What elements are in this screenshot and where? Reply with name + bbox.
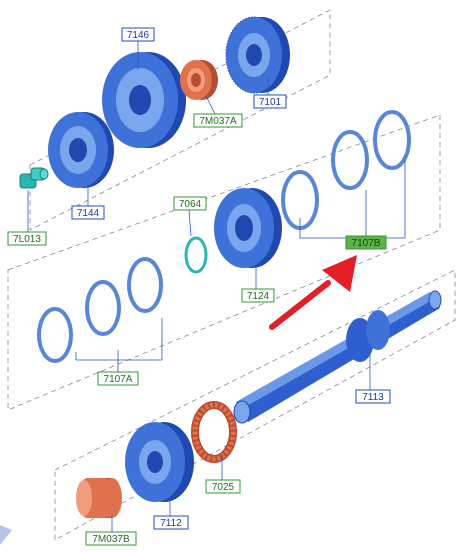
label-7101-text: 7101 <box>259 97 282 108</box>
part-7l013-plug <box>19 167 49 189</box>
part-7112-gear <box>125 422 194 502</box>
label-7107b-text: 7107B <box>352 238 381 249</box>
label-7113: 7113 <box>355 389 391 404</box>
label-7144: 7144 <box>71 205 105 220</box>
label-7101: 7101 <box>253 94 287 109</box>
label-7m037b: 7M037B <box>85 531 137 546</box>
label-7144-text: 7144 <box>77 208 100 219</box>
label-7025-text: 7025 <box>212 482 235 493</box>
label-7025: 7025 <box>205 479 241 494</box>
label-7064: 7064 <box>173 196 207 211</box>
label-7124: 7124 <box>241 288 275 303</box>
label-7113-text: 7113 <box>362 392 384 403</box>
part-7m037b-bearing <box>76 478 122 518</box>
part-7124-hub <box>214 188 282 268</box>
part-7064-snap-ring <box>184 236 208 274</box>
lower-plane-outline <box>54 269 456 541</box>
part-7025-bearing <box>191 401 237 463</box>
label-7146-text: 7146 <box>127 30 150 41</box>
label-7107a: 7107A <box>97 371 139 386</box>
axis-marker <box>0 525 12 545</box>
label-7112-text: 7112 <box>160 518 182 529</box>
part-7m037a-bearing <box>180 60 218 100</box>
dashed-assembly-planes <box>7 9 456 541</box>
label-7112: 7112 <box>153 515 189 530</box>
label-7107b: 7107B <box>345 235 387 250</box>
label-7l013: 7L013 <box>7 231 47 246</box>
label-7l013-text: 7L013 <box>13 234 41 245</box>
direction-arrow <box>269 255 357 330</box>
part-7146-gear <box>102 52 186 148</box>
label-7107a-text: 7107A <box>104 374 133 385</box>
label-7146: 7146 <box>121 27 155 42</box>
label-7m037a: 7M037A <box>193 113 243 128</box>
label-7m037a-text: 7M037A <box>199 116 237 127</box>
label-7064-text: 7064 <box>179 199 202 210</box>
label-7124-text: 7124 <box>247 291 270 302</box>
part-7107a-rings <box>37 257 163 363</box>
part-7113-shaft <box>233 290 442 424</box>
part-7101-gear <box>225 16 290 94</box>
label-7m037b-text: 7M037B <box>92 534 130 545</box>
part-7107b-rings <box>281 110 411 230</box>
leader-lines <box>27 41 406 532</box>
part-7144-gear <box>48 112 114 188</box>
